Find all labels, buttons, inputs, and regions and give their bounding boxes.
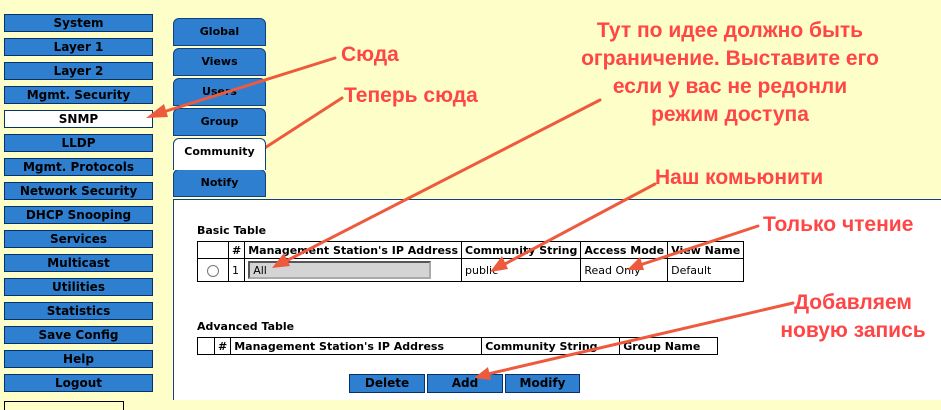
basic-table: # Management Station's IP Address Commun…	[197, 241, 745, 282]
nav-multicast[interactable]: Multicast	[4, 254, 153, 272]
annotation-restriction-line-4: режим доступа	[651, 103, 809, 126]
tab-global[interactable]: Global	[173, 18, 266, 46]
tab-community[interactable]: Community	[173, 138, 266, 170]
ip-address-input[interactable]: All	[248, 261, 432, 279]
header-select	[197, 241, 229, 259]
row-view-name: Default	[667, 258, 745, 282]
nav-statistics[interactable]: Statistics	[4, 302, 153, 320]
nav-save-config[interactable]: Save Config	[4, 326, 153, 344]
advanced-table-title: Advanced Table	[197, 320, 295, 333]
annotation-add-line-1: Добавляем	[794, 291, 912, 314]
basic-table-header: # Management Station's IP Address Commun…	[197, 241, 745, 259]
tab-notify[interactable]: Notify	[173, 169, 266, 197]
annotation-read-only: Только чтение	[763, 213, 914, 236]
annotation-here: Сюда	[341, 43, 399, 66]
add-button[interactable]: Add	[427, 374, 503, 393]
nav-mgmt-protocols[interactable]: Mgmt. Protocols	[4, 158, 153, 176]
nav-utilities[interactable]: Utilities	[4, 278, 153, 296]
annotation-add-line-2: новую запись	[780, 319, 926, 342]
annotation-restriction: Тут по идее должно быть ограничение. Выс…	[538, 17, 922, 129]
header-ip-address: Management Station's IP Address	[244, 241, 463, 259]
row-ip-cell: All	[244, 258, 463, 282]
advanced-table: # Management Station's IP Address Commun…	[197, 337, 719, 355]
annotation-now-here: Теперь сюда	[344, 84, 478, 107]
nav-logout[interactable]: Logout	[4, 374, 153, 392]
header-community-string: Community String	[461, 241, 582, 259]
adv-header-number: #	[213, 337, 232, 355]
row-community-string: public	[461, 258, 582, 282]
annotation-restriction-line-1: Тут по идее должно быть	[596, 19, 864, 42]
adv-header-group-name: Group Name	[619, 337, 719, 355]
modify-button[interactable]: Modify	[505, 374, 580, 393]
header-access-mode: Access Mode	[580, 241, 669, 259]
sidebar-nav: System Layer 1 Layer 2 Mgmt. Security SN…	[4, 14, 154, 398]
nav-mgmt-security[interactable]: Mgmt. Security	[4, 86, 153, 104]
annotation-community: Наш комьюнити	[655, 166, 824, 189]
adv-header-ip-address: Management Station's IP Address	[230, 337, 483, 355]
nav-network-security[interactable]: Network Security	[4, 182, 153, 200]
nav-services[interactable]: Services	[4, 230, 153, 248]
annotation-restriction-line-3: если у вас не редонли	[612, 75, 848, 98]
nav-help[interactable]: Help	[4, 350, 153, 368]
row-select-cell	[197, 258, 229, 282]
annotation-restriction-line-2: ограничение. Выставите его	[581, 47, 879, 70]
arrow-to-community-tab	[258, 96, 344, 153]
basic-table-title: Basic Table	[197, 224, 267, 237]
nav-snmp[interactable]: SNMP	[4, 110, 153, 128]
header-number: #	[227, 241, 246, 259]
nav-layer-1[interactable]: Layer 1	[4, 38, 153, 56]
adv-header-select	[197, 337, 215, 355]
tab-views[interactable]: Views	[173, 48, 266, 76]
nav-lldp[interactable]: LLDP	[4, 134, 153, 152]
row-access-mode: Read Only	[580, 258, 669, 282]
nav-system[interactable]: System	[4, 14, 153, 32]
table-row: 1 All public Read Only Default	[197, 258, 745, 282]
delete-button[interactable]: Delete	[349, 374, 425, 393]
nav-layer-2[interactable]: Layer 2	[4, 62, 153, 80]
annotation-add-record: Добавляем новую запись	[767, 289, 939, 345]
advanced-table-header: # Management Station's IP Address Commun…	[197, 337, 719, 355]
tab-group[interactable]: Group	[173, 108, 266, 136]
nav-dhcp-snooping[interactable]: DHCP Snooping	[4, 206, 153, 224]
header-view-name: View Name	[667, 241, 745, 259]
adv-header-community-string: Community String	[481, 337, 621, 355]
row-radio-button[interactable]	[207, 264, 219, 277]
row-number: 1	[227, 258, 246, 282]
tab-users[interactable]: Users	[173, 78, 266, 106]
